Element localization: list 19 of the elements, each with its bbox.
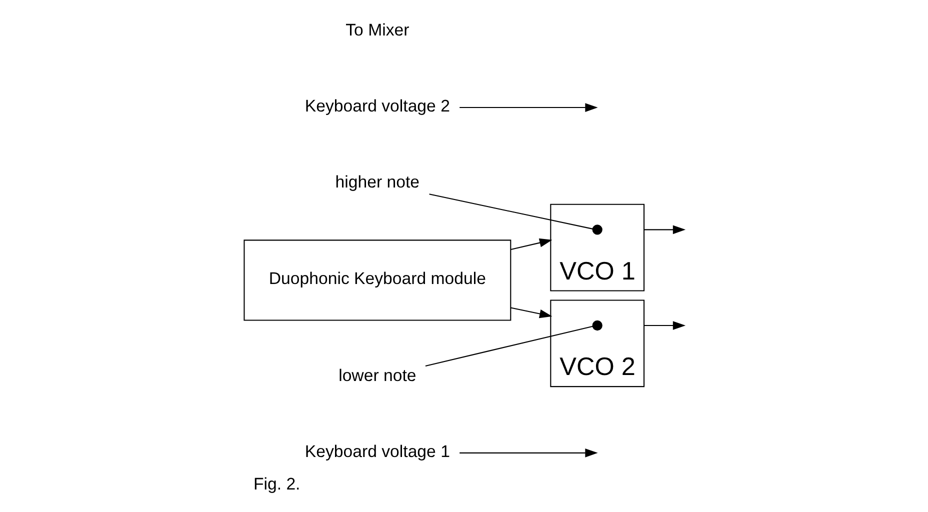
cluster: VCO 2 <box>550 300 644 388</box>
arrow <box>510 238 552 250</box>
node-box: Duophonic Keyboard module <box>243 240 511 321</box>
connector <box>424 326 592 366</box>
arrow <box>510 307 552 318</box>
arrow <box>459 103 598 112</box>
label: To Mixer <box>345 20 409 40</box>
node-text: lower note <box>338 366 416 386</box>
cluster: VCO 1 <box>550 204 644 292</box>
arrow <box>644 225 686 234</box>
node-circle <box>592 320 602 331</box>
arrow <box>459 448 598 458</box>
node-circle <box>592 224 602 235</box>
arrow <box>644 321 686 330</box>
caption: Fig. 2. <box>252 474 300 494</box>
node-text: higher note <box>334 172 420 192</box>
connector <box>428 194 592 230</box>
node-text: Keyboard voltage 1 <box>304 442 450 461</box>
node-text: Keyboard voltage 2 <box>304 96 450 116</box>
